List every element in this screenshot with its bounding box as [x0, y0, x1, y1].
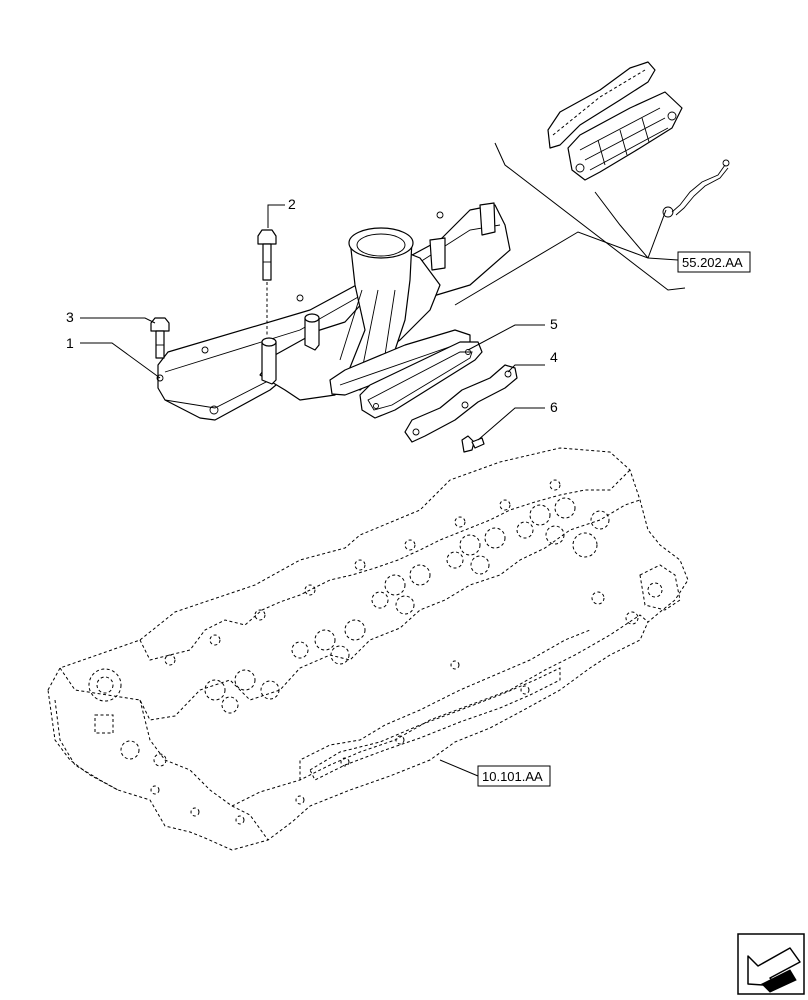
callout-2: 2 — [288, 196, 296, 212]
reference-box-upper[interactable]: 55.202.AA — [677, 251, 751, 273]
air-heater-assembly — [547, 61, 730, 218]
callout-5: 5 — [550, 316, 558, 332]
callout-labels: 1 2 3 4 5 6 — [66, 196, 558, 415]
head-bolt-holes — [150, 479, 639, 825]
reference-lower-label: 10.101.AA — [482, 769, 543, 784]
reference-upper-label: 55.202.AA — [682, 255, 743, 270]
spacer-plate — [404, 364, 518, 443]
bolt-item-2 — [257, 229, 277, 335]
valve-seat-group — [88, 497, 610, 714]
reference-box-lower[interactable]: 10.101.AA — [477, 765, 551, 787]
leader-lines — [80, 142, 686, 777]
bolt-item-3 — [150, 317, 170, 359]
bolt-item-6 — [461, 435, 485, 453]
cylinder-head-phantom — [47, 447, 689, 851]
callout-3: 3 — [66, 309, 74, 325]
intake-manifold — [156, 202, 511, 421]
callout-1: 1 — [66, 335, 74, 351]
gasket — [359, 341, 483, 419]
arrow-navigation-icon[interactable] — [737, 933, 805, 995]
callout-6: 6 — [550, 399, 558, 415]
callout-4: 4 — [550, 349, 558, 365]
